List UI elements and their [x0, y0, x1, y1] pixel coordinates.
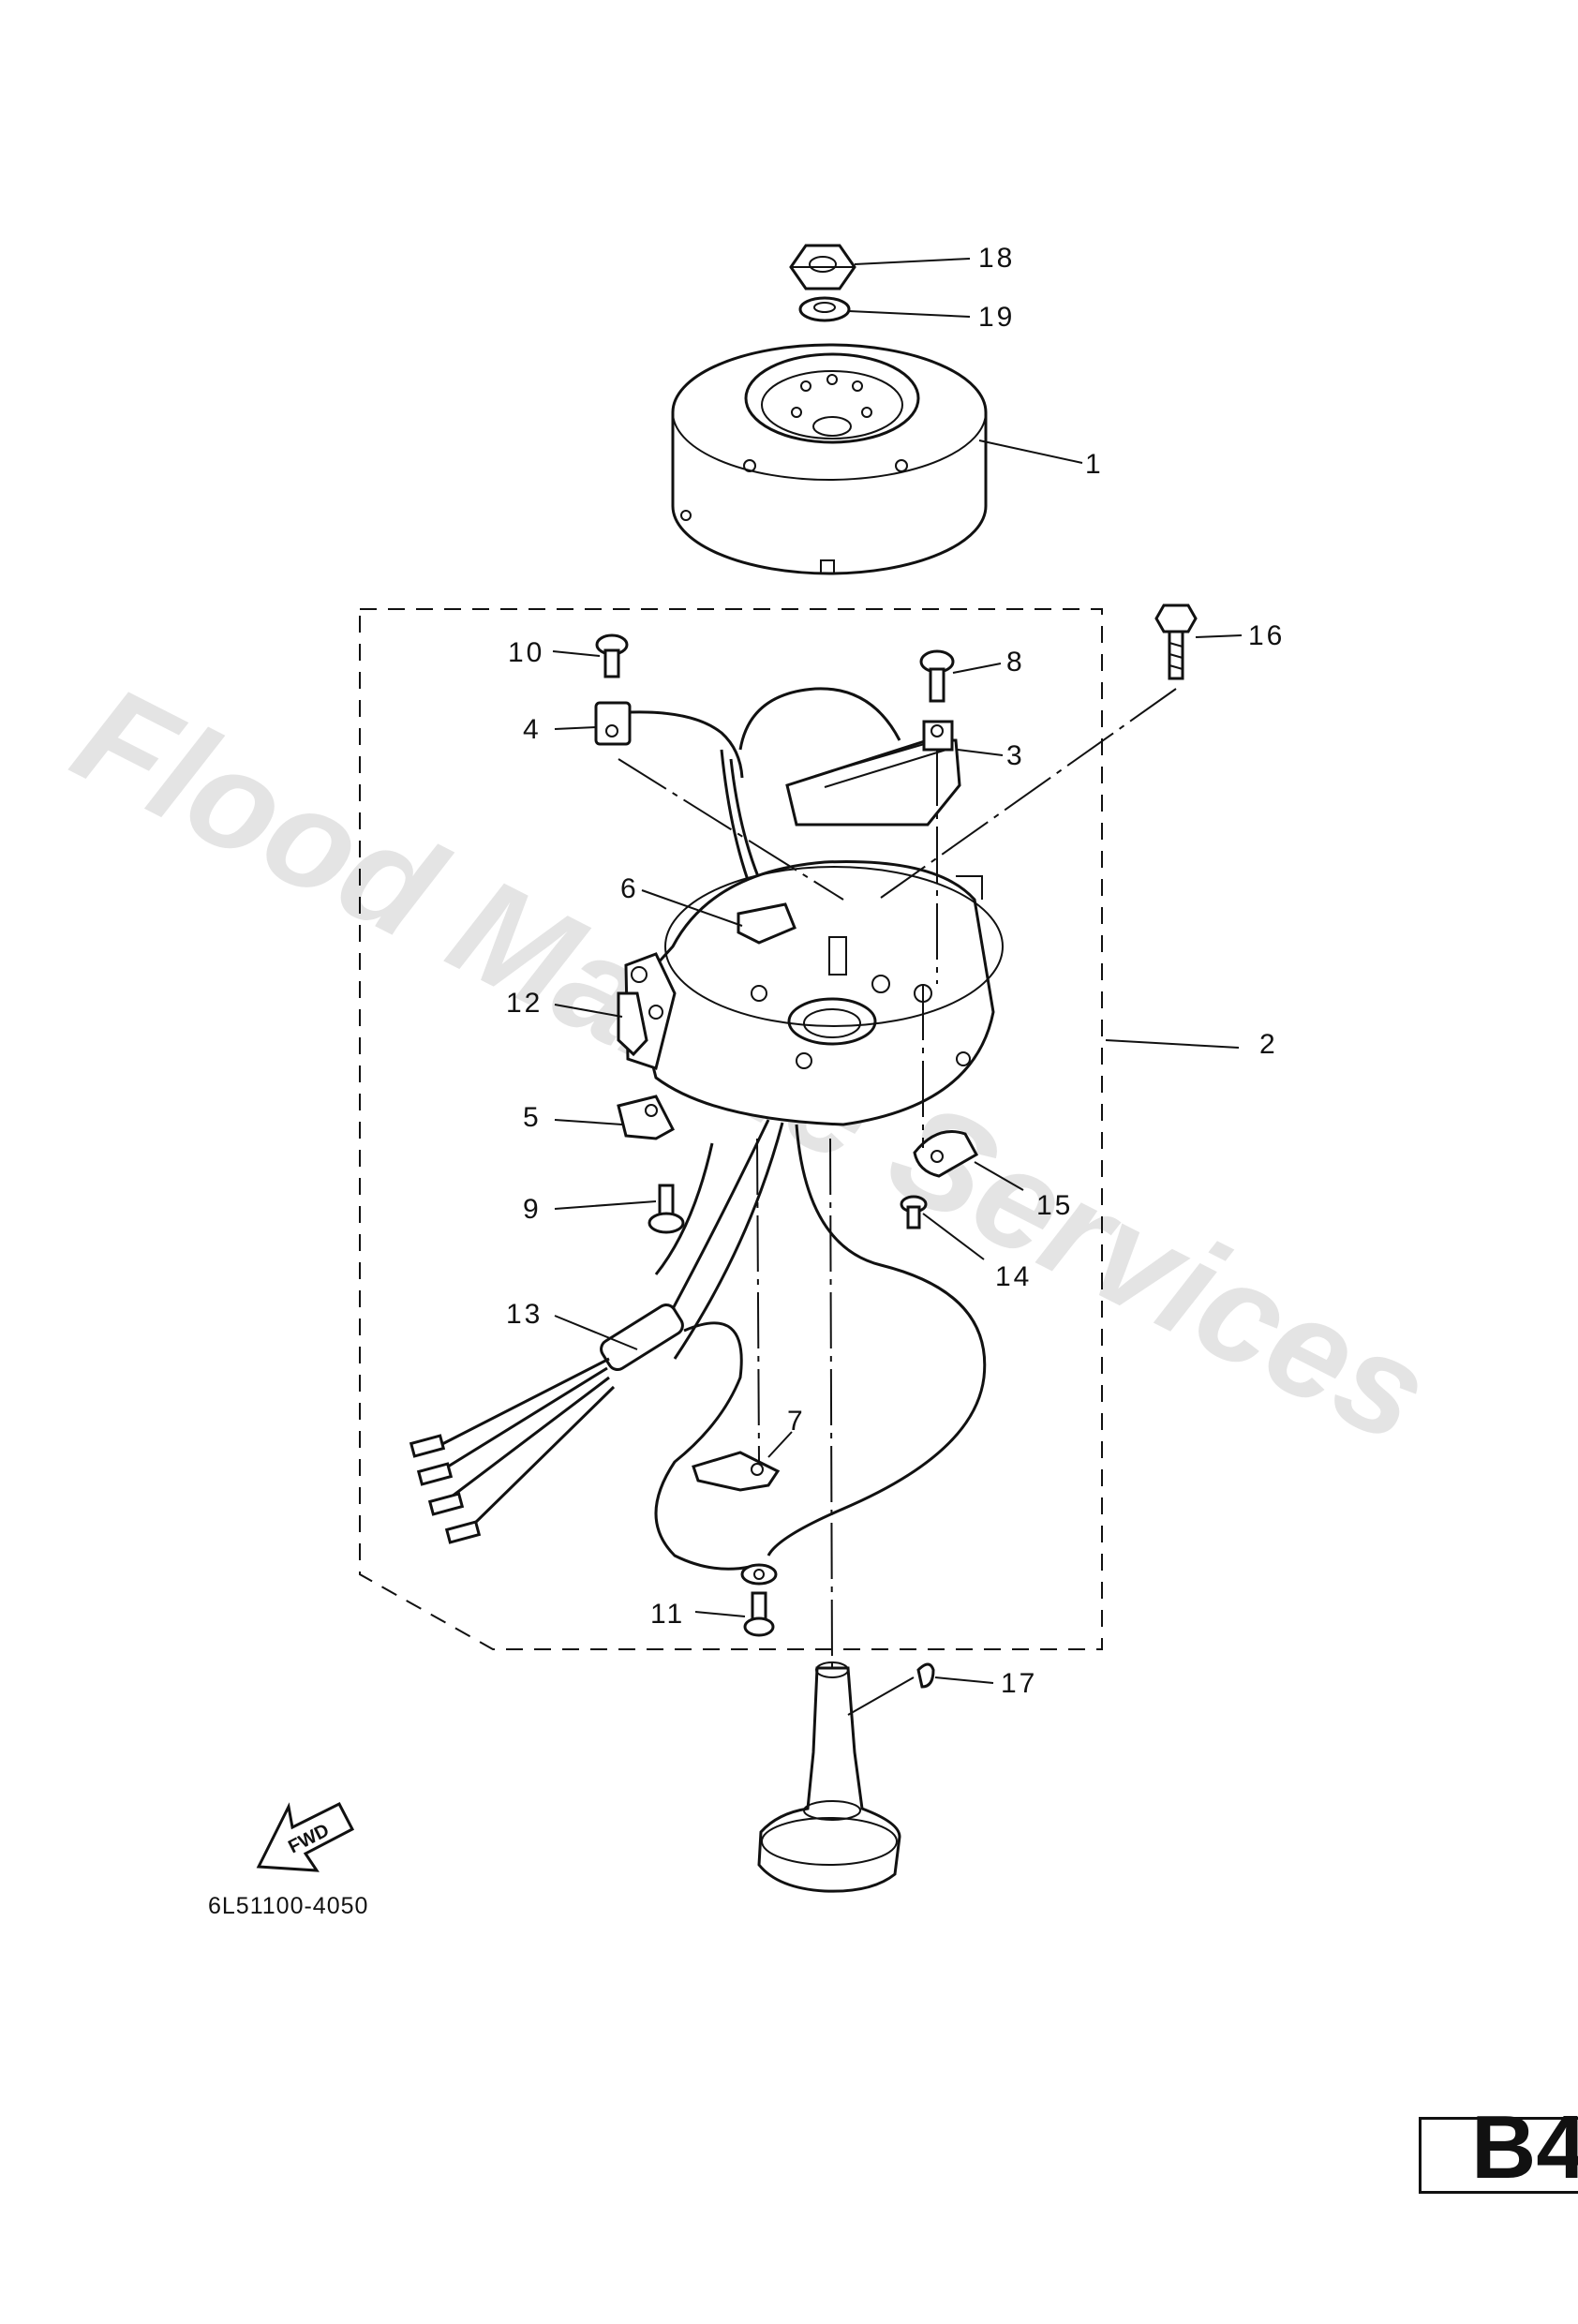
part-8-screw [919, 649, 955, 703]
alignment-lines [618, 688, 1177, 1669]
assembly-frame [359, 608, 1103, 1650]
part-5-clamp [617, 1095, 675, 1140]
part-3-coil [785, 720, 961, 827]
callout-4: 4 [523, 714, 542, 745]
part-13-wire-harness [409, 1119, 987, 1571]
part-6-grommet [737, 902, 796, 945]
callout-16: 16 [1248, 620, 1285, 651]
callout-6: 6 [620, 873, 639, 904]
callout-2: 2 [1259, 1029, 1278, 1060]
callout-12: 12 [506, 988, 543, 1019]
part-11-screw [740, 1563, 778, 1637]
part-2-stator-base [624, 860, 1004, 1126]
part-19-washer [798, 296, 851, 322]
callout-labels: 18 19 1 16 10 8 4 3 6 12 2 5 15 9 14 13 … [506, 243, 1285, 1699]
callout-15: 15 [1036, 1190, 1073, 1221]
callout-3: 3 [1006, 740, 1025, 771]
part-18-nut [789, 244, 856, 290]
part-4-pulser-coil [594, 701, 744, 779]
callout-13: 13 [506, 1299, 543, 1330]
part-14-screw [900, 1195, 928, 1229]
crankshaft-end [757, 1661, 901, 1893]
coil-wire [738, 687, 901, 751]
part-17-key [916, 1662, 935, 1689]
callout-18: 18 [978, 243, 1015, 274]
part-15-clamp [913, 1130, 979, 1178]
callout-5: 5 [523, 1102, 542, 1133]
drawing-code: 6L51100-4050 [208, 1893, 368, 1919]
page-id: B4 [1471, 2097, 1578, 2197]
part-1-flywheel [671, 343, 988, 575]
callout-11: 11 [650, 1599, 685, 1630]
part-7-clip [692, 1451, 781, 1492]
fwd-arrow-icon: FWD [256, 1801, 355, 1872]
callout-1: 1 [1085, 449, 1104, 480]
part-16-bolt [1154, 603, 1198, 680]
part-9-screw [648, 1184, 685, 1234]
callout-10: 10 [508, 637, 544, 668]
part-10-screw [595, 633, 629, 678]
callout-7: 7 [787, 1406, 806, 1437]
page-id-box [1419, 2117, 1578, 2194]
callout-9: 9 [523, 1194, 542, 1225]
callout-17: 17 [1001, 1668, 1037, 1699]
callout-8: 8 [1006, 647, 1025, 678]
callout-19: 19 [978, 302, 1015, 333]
leader-lines [552, 258, 1243, 1716]
part-12-bracket [617, 991, 648, 1057]
callout-14: 14 [995, 1261, 1032, 1292]
